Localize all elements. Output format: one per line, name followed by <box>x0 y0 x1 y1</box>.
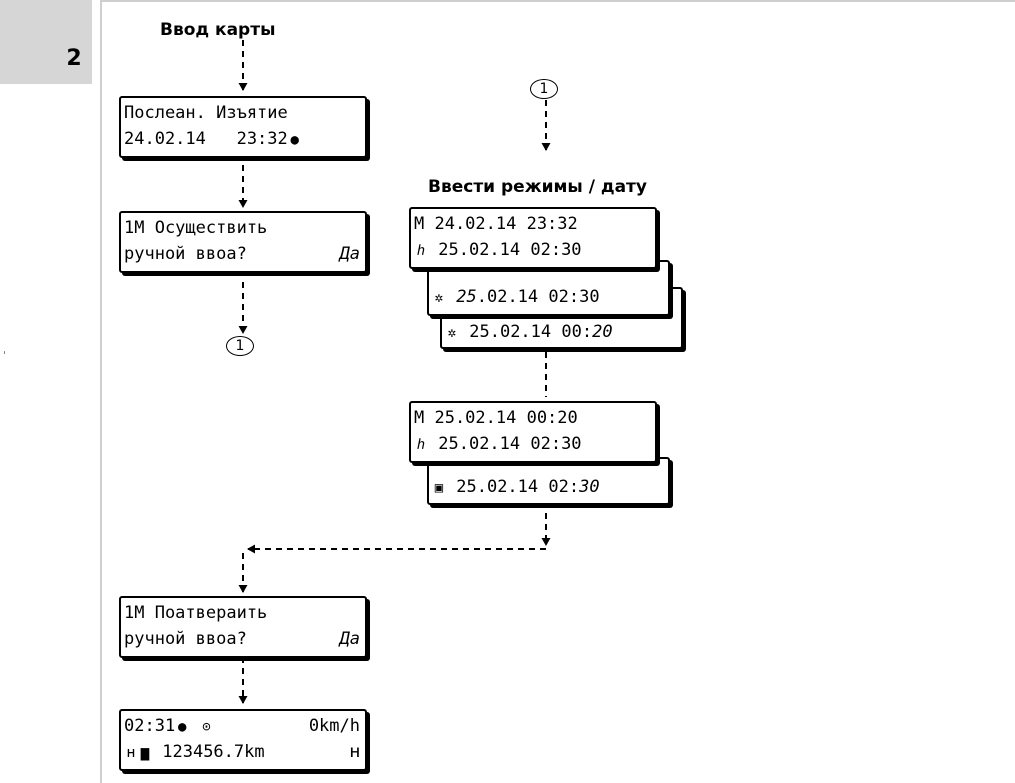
lcd-line: 02:31● ⊙ 0km/h <box>121 713 365 739</box>
odometer: 123456.7km <box>162 742 265 762</box>
box-icon: ▣ <box>434 480 444 496</box>
lcd-stack1-back-1: ✲ 25.02.14 02:30 <box>427 260 670 316</box>
enter-modes-heading: Ввести режимы / дату <box>428 177 647 197</box>
page-border-horizontal <box>100 0 1015 2</box>
clock-icon: ⊙ <box>202 719 211 735</box>
card-icon: ▆ <box>140 745 150 761</box>
connector-1-right: 1 <box>530 79 558 99</box>
lcd-line: ✲ 25.02.14 02:30 <box>429 284 668 310</box>
connector-1-left: 1 <box>226 336 254 356</box>
bed-icon: ʜ <box>349 742 360 762</box>
sun-icon: ● <box>177 719 187 735</box>
page-border-vertical <box>100 0 102 783</box>
lcd-line: 1M Осуществить <box>124 218 268 238</box>
yes-option[interactable]: Да <box>339 629 360 649</box>
lcd-line: ручной ввоа? Да <box>121 241 365 267</box>
yes-option[interactable]: Да <box>339 244 360 264</box>
chapter-tab <box>0 0 92 84</box>
crossed-hammers-icon: ✲ <box>434 290 444 306</box>
crossed-hammers-icon: ✲ <box>447 325 457 341</box>
lcd-line: 24.02.14 23:32● <box>121 126 365 152</box>
chapter-number: 2 <box>66 46 82 71</box>
current-time: 02:31 <box>124 716 176 736</box>
lcd-line: M 24.02.14 23:32 <box>414 214 578 234</box>
lcd-stack2-back-1: ▣ 25.02.14 02:30 <box>427 457 670 505</box>
lcd-confirm-manual-entry[interactable]: 1M Поатвераить ручной ввоа? Да <box>119 596 367 658</box>
lcd-stack2-front[interactable]: M 25.02.14 00:20 ℎ 25.02.14 02:30 <box>409 401 657 463</box>
withdrawal-datetime: 24.02.14 23:32 <box>124 129 288 149</box>
lcd-line: 1M Поатвераить <box>124 603 268 623</box>
lcd-line: M 25.02.14 00:20 <box>414 408 578 428</box>
speed-readout: 0km/h <box>308 716 360 736</box>
lcd-stack1-front[interactable]: M 24.02.14 23:32 ℎ 25.02.14 02:30 <box>409 207 657 269</box>
lcd-line: Послеан. Изъятие <box>124 103 288 123</box>
lcd-line: ручной ввоа? Да <box>121 626 365 652</box>
bed-icon: ℎ <box>416 437 426 453</box>
lcd-manual-entry-prompt[interactable]: 1M Осуществить ручной ввоа? Да <box>119 211 367 273</box>
lcd-last-withdrawal: Послеан. Изъятие 24.02.14 23:32● <box>119 96 367 158</box>
margin-mark <box>4 351 5 354</box>
lcd-line: ▣ 25.02.14 02:30 <box>429 474 668 500</box>
lcd-line: ✲ 25.02.14 00:20 <box>442 319 681 345</box>
card-insert-heading: Ввод карты <box>160 20 276 40</box>
prompt-text: ручной ввоа? <box>124 629 247 649</box>
lcd-line: ℎ 25.02.14 02:30 <box>411 237 655 263</box>
lcd-line: ℎ 25.02.14 02:30 <box>411 431 655 457</box>
bed-icon: ʜ <box>126 745 136 761</box>
prompt-text: ручной ввоа? <box>124 244 247 264</box>
sun-icon: ● <box>290 132 299 148</box>
bed-icon: ℎ <box>416 243 426 259</box>
